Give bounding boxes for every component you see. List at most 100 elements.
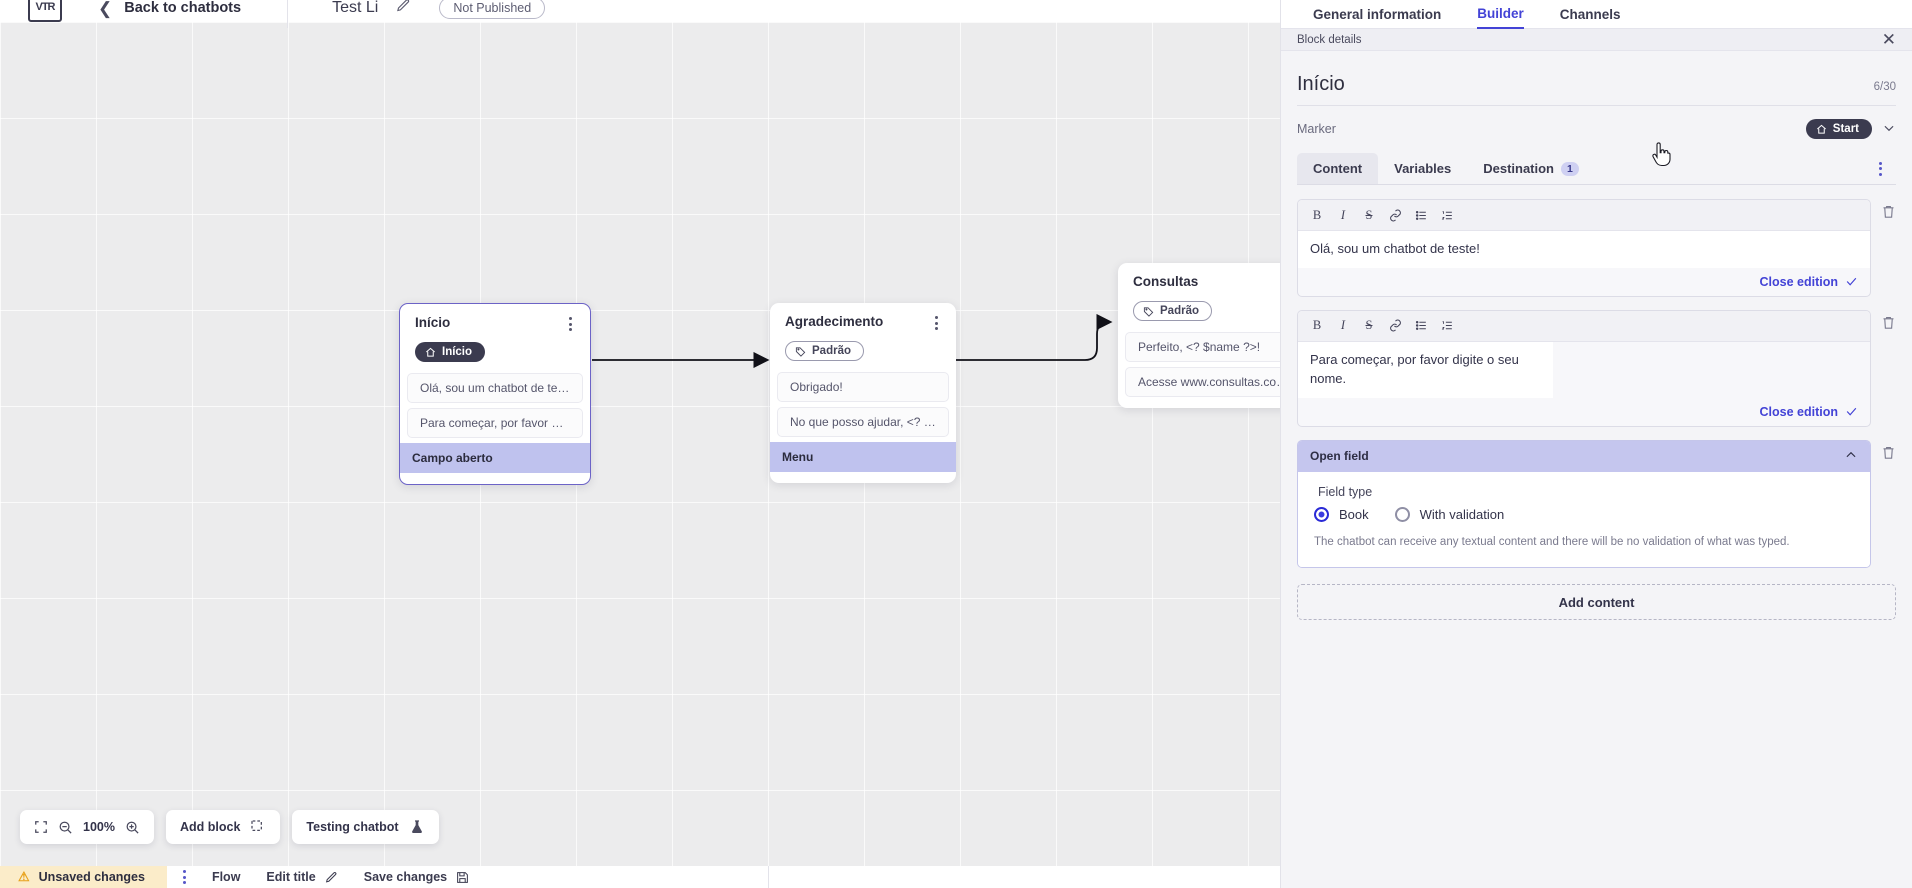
node-marker-badge[interactable]: Padrão	[1133, 301, 1212, 321]
flow-button[interactable]: Flow	[212, 870, 240, 884]
bullet-list-icon[interactable]	[1408, 315, 1434, 337]
marker-pill-label: Start	[1832, 123, 1859, 135]
app-tabs: General information Builder Channels	[1281, 0, 1912, 29]
node-marker-badge[interactable]: Início	[415, 342, 486, 362]
tab-builder[interactable]: Builder	[1477, 0, 1524, 29]
editor-text-value[interactable]: Para começar, por favor digite o seu nom…	[1298, 341, 1553, 398]
content-tabs-rule	[1297, 184, 1896, 185]
italic-icon[interactable]: I	[1340, 318, 1346, 333]
field-type-radio-group: Book With validation	[1314, 506, 1854, 522]
check-icon	[1846, 278, 1857, 286]
footer-menu-button[interactable]	[182, 870, 186, 884]
radio-icon[interactable]	[1394, 506, 1410, 522]
marker-select-pill[interactable]: Start	[1805, 119, 1872, 139]
radio-option-book[interactable]: Book	[1314, 506, 1369, 522]
save-changes-button[interactable]: Save changes	[364, 870, 469, 884]
tab-destination[interactable]: Destination 1	[1467, 153, 1595, 184]
editor-footer: Close edition	[1298, 268, 1870, 296]
publish-status-badge: Not Published	[439, 0, 546, 19]
node-content-rows: Perfeito, <? $name ?>! Acesse www.consul…	[1118, 331, 1310, 397]
open-field-body: Field type Book With validation The	[1298, 471, 1870, 568]
strikethrough-icon[interactable]: S	[1365, 318, 1373, 333]
node-title: Consultas	[1133, 274, 1199, 289]
node-title: Início	[415, 315, 451, 330]
node-menu-button[interactable]	[566, 315, 575, 333]
node-row[interactable]: Obrigado!	[777, 371, 949, 402]
testing-chatbot-button[interactable]: Testing chatbot	[292, 810, 439, 844]
flow-label: Flow	[211, 870, 241, 884]
home-icon	[426, 347, 435, 357]
flow-node-consultas[interactable]: Consultas Padrão Perfeito, <? $name ?>! …	[1118, 263, 1310, 408]
zoom-controls[interactable]: 100%	[20, 810, 154, 844]
content-tabs: Content Variables Destination 1	[1297, 153, 1896, 184]
trash-icon[interactable]	[1881, 199, 1896, 224]
flow-node-agradecimento[interactable]: Agradecimento Padrão Obrigado! No que po…	[770, 303, 956, 483]
bullet-list-icon[interactable]	[1408, 204, 1434, 226]
zoom-in-icon[interactable]	[125, 820, 140, 835]
tab-channels[interactable]: Channels	[1559, 6, 1621, 22]
zoom-out-icon[interactable]	[58, 820, 73, 835]
edit-title-label: Edit title	[266, 870, 316, 884]
tag-icon	[795, 346, 806, 357]
node-row[interactable]: Menu	[770, 441, 956, 472]
rich-text-editor[interactable]: B I S Para começar, por favor di	[1297, 309, 1871, 427]
block-title[interactable]: Início	[1297, 73, 1345, 95]
tab-content[interactable]: Content	[1297, 153, 1379, 184]
bold-icon[interactable]: B	[1312, 207, 1322, 222]
save-changes-label: Save changes	[363, 870, 448, 884]
node-row[interactable]: No que posso ajudar, <? $name ...	[777, 406, 949, 437]
tab-variables[interactable]: Variables	[1378, 153, 1467, 184]
pencil-icon	[325, 871, 337, 883]
add-content-button[interactable]: Add content	[1297, 584, 1896, 621]
unsaved-changes-label: Unsaved changes	[38, 870, 145, 884]
warning-triangle-icon: ⚠	[18, 869, 30, 884]
numbered-list-icon[interactable]	[1434, 204, 1460, 226]
node-marker-badge[interactable]: Padrão	[785, 341, 864, 361]
edit-title-button[interactable]: Edit title	[266, 870, 337, 884]
numbered-list-icon[interactable]	[1434, 315, 1460, 337]
flow-node-inicio[interactable]: Início Início Olá, sou um chatbot de tes…	[399, 303, 591, 485]
link-icon[interactable]	[1382, 204, 1408, 226]
header-divider	[287, 0, 289, 28]
vtex-logo-icon[interactable]: VTR	[28, 0, 62, 22]
editor-text-value[interactable]: Olá, sou um chatbot de teste!	[1298, 231, 1870, 268]
marker-control: Start	[1805, 119, 1896, 139]
bold-icon[interactable]: B	[1312, 318, 1322, 333]
node-content-rows: Olá, sou um chatbot de teste! Para começ…	[400, 372, 590, 473]
chevron-down-icon[interactable]	[1882, 121, 1896, 138]
close-edition-button[interactable]: Close edition	[1760, 275, 1858, 289]
node-row[interactable]: Campo aberto	[400, 442, 590, 473]
chevron-up-icon[interactable]	[1844, 448, 1858, 465]
add-block-button[interactable]: Add block	[165, 810, 281, 844]
node-row[interactable]: Perfeito, <? $name ?>!	[1125, 331, 1303, 362]
node-row[interactable]: Acesse www.consultas.com par...	[1125, 366, 1303, 397]
node-row[interactable]: Para começar, por favor digite o ...	[407, 407, 583, 438]
canvas-toolbar: 100% Add block Testing chatbot	[20, 810, 439, 844]
rich-text-editor[interactable]: B I S Olá, sou um chatbot de tes	[1297, 199, 1871, 297]
radio-option-with-validation[interactable]: With validation	[1394, 506, 1504, 522]
node-row[interactable]: Olá, sou um chatbot de teste!	[407, 372, 583, 403]
add-block-icon	[250, 819, 266, 835]
back-to-chatbots-link[interactable]: Back to chatbots	[124, 0, 242, 16]
tab-variables-label: Variables	[1394, 161, 1452, 176]
content-tabs-menu-button[interactable]	[1865, 154, 1896, 184]
trash-icon[interactable]	[1881, 310, 1896, 335]
trash-icon[interactable]	[1881, 440, 1896, 465]
tab-destination-label: Destination	[1483, 161, 1555, 176]
tab-general-information[interactable]: General information	[1313, 6, 1442, 22]
pencil-icon[interactable]	[396, 0, 411, 18]
link-icon[interactable]	[1382, 315, 1408, 337]
unsaved-changes-status: ⚠ Unsaved changes	[0, 866, 167, 888]
chevron-left-icon[interactable]: ❮	[98, 0, 113, 18]
italic-icon[interactable]: I	[1340, 207, 1346, 222]
close-edition-button[interactable]: Close edition	[1760, 405, 1858, 419]
strikethrough-icon[interactable]: S	[1365, 207, 1373, 222]
close-icon[interactable]: ✕	[1881, 30, 1896, 49]
content-item-text-2: B I S Para começar, por favor di	[1297, 309, 1896, 427]
radio-icon[interactable]	[1314, 506, 1329, 522]
open-field-header[interactable]: Open field	[1298, 440, 1870, 472]
node-badge-row: Padrão	[1118, 292, 1310, 322]
node-menu-button[interactable]	[932, 314, 941, 332]
open-field-note: The chatbot can receive any textual cont…	[1314, 535, 1790, 548]
fit-screen-icon[interactable]	[34, 820, 48, 834]
